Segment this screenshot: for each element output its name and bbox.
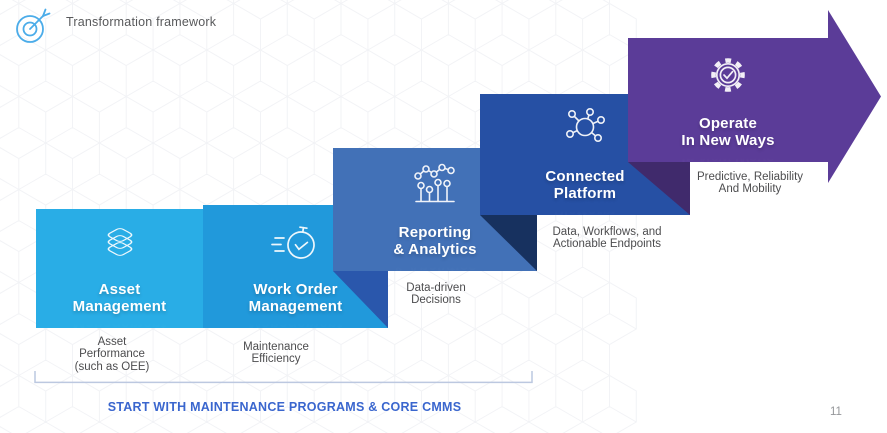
step-operate-in-new-ways: Operate In New Ways Operate In New Ways <box>628 38 828 162</box>
step-asset-management: Asset Management Asset Management <box>36 209 203 328</box>
target-dart-icon <box>16 8 51 43</box>
step-title: Asset Management <box>72 281 167 315</box>
stopwatch-icon <box>270 226 315 259</box>
step-title: Operate In New Ways <box>681 115 775 149</box>
layers-icon <box>107 228 132 256</box>
gear-check-icon <box>711 58 745 92</box>
slide-header: Transformation framework <box>12 5 216 47</box>
footer-bracket <box>34 371 533 384</box>
arrow-head <box>828 10 881 183</box>
step-caption-asset-management: Asset Performance (such as OEE) <box>74 336 150 373</box>
page-number: 11 <box>830 406 842 418</box>
step-caption-reporting-analytics: Data-driven Decisions <box>406 282 466 307</box>
step-caption-connected-platform: Data, Workflows, and Actionable Endpoint… <box>552 226 662 251</box>
step-caption-operate-in-new-ways: Predictive, Reliability And Mobility <box>696 171 804 196</box>
analytics-icon <box>414 163 455 203</box>
step-title: Reporting & Analytics <box>393 224 477 258</box>
fold-connected-platform <box>480 215 537 271</box>
footer-label: START WITH MAINTENANCE PROGRAMS & CORE C… <box>107 400 462 414</box>
network-icon <box>566 107 605 142</box>
step-caption-work-order-management: Maintenance Efficiency <box>243 341 309 366</box>
fold-reporting-analytics <box>333 271 388 328</box>
step-title: Connected Platform <box>545 168 625 202</box>
step-title: Work Order Management <box>248 281 343 315</box>
slide-title: Transformation framework <box>66 15 217 29</box>
step-title-reflection: Asset Management <box>72 315 167 329</box>
fold-operate-in-new-ways <box>628 162 690 215</box>
step-title-reflection: Operate In New Ways <box>681 149 775 163</box>
